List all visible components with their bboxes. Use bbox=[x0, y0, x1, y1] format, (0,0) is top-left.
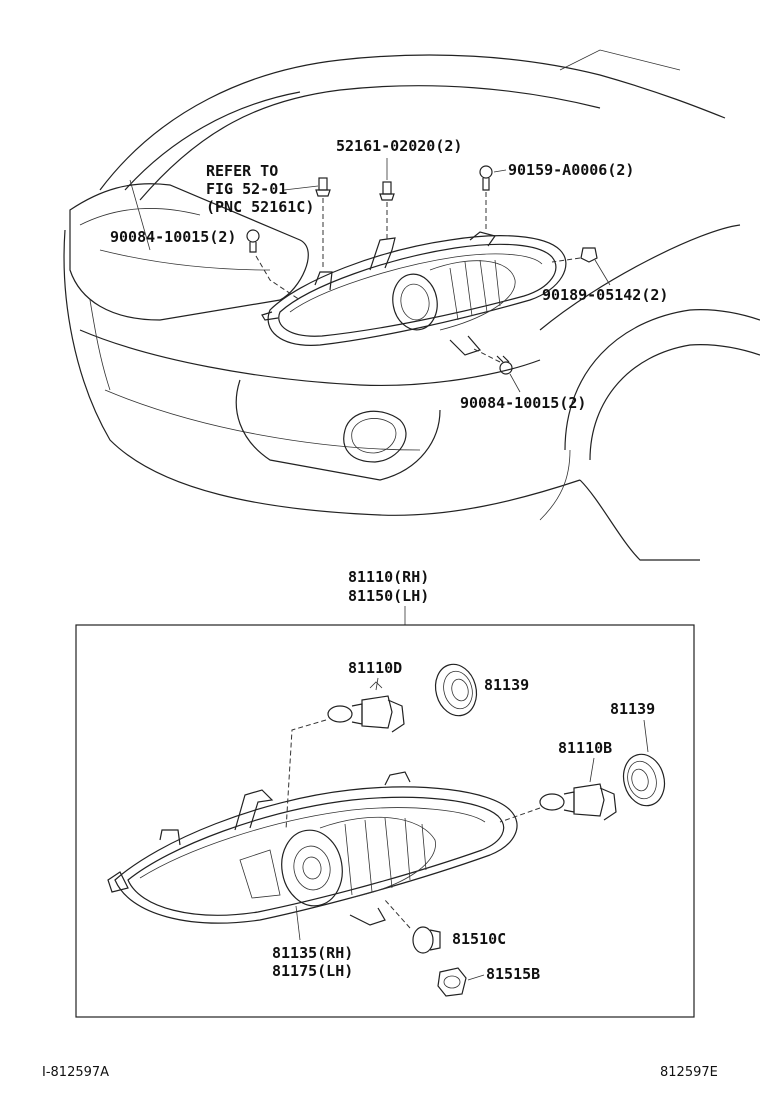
bulb-81110d-icon bbox=[327, 681, 405, 733]
part-label-81175-lh: 81175(LH) bbox=[272, 962, 353, 980]
figure-code-right: 812597E bbox=[660, 1065, 718, 1080]
socket-81515b-icon bbox=[437, 967, 467, 997]
part-label-90159: 90159-A0006(2) bbox=[508, 161, 634, 179]
car-front-illustration bbox=[63, 49, 760, 561]
part-label-81150-lh: 81150(LH) bbox=[348, 587, 429, 605]
leader-line bbox=[509, 373, 521, 393]
leader-line bbox=[375, 677, 379, 691]
part-label-81110b: 81110B bbox=[558, 739, 612, 757]
refer-label-line3: (PNC 52161C) bbox=[206, 198, 314, 216]
part-label-81139-right: 81139 bbox=[610, 700, 655, 718]
leader-line bbox=[589, 757, 595, 783]
leader-line bbox=[384, 899, 411, 929]
refer-label-line1: REFER TO bbox=[206, 162, 278, 180]
bolt-icon bbox=[496, 355, 513, 375]
cap-81139-icon bbox=[434, 663, 478, 717]
part-label-81139-top: 81139 bbox=[484, 676, 529, 694]
part-label-81110d: 81110D bbox=[348, 659, 402, 677]
screw-icon bbox=[479, 165, 493, 191]
headlamp-assembly bbox=[107, 771, 518, 926]
cap-81139-icon bbox=[622, 753, 666, 807]
leader-line bbox=[285, 719, 327, 831]
leader-line bbox=[467, 974, 485, 981]
part-label-90189: 90189-05142(2) bbox=[542, 286, 668, 304]
bulb-81110b-icon bbox=[539, 783, 617, 821]
nut-icon bbox=[580, 247, 598, 263]
bulb-81510c-icon bbox=[412, 926, 441, 954]
fasteners-upper bbox=[246, 165, 598, 375]
part-label-90084-right: 90084-10015(2) bbox=[460, 394, 586, 412]
part-label-90084-left: 90084-10015(2) bbox=[110, 228, 236, 246]
leader-line bbox=[493, 169, 507, 173]
part-label-81510c: 81510C bbox=[452, 930, 506, 948]
assembly-box bbox=[75, 624, 695, 1018]
leader-line bbox=[295, 905, 301, 941]
part-label-81110-rh: 81110(RH) bbox=[348, 568, 429, 586]
leader-line bbox=[283, 185, 319, 191]
clip-icon bbox=[315, 177, 331, 197]
part-label-81515b: 81515B bbox=[486, 965, 540, 983]
figure-code-left: I-812597A bbox=[42, 1065, 109, 1080]
leader-line bbox=[643, 719, 649, 753]
leader-line bbox=[499, 807, 541, 823]
bolt-icon bbox=[246, 229, 260, 253]
clip-icon bbox=[379, 181, 395, 201]
leader-line bbox=[594, 259, 611, 286]
part-label-52161: 52161-02020(2) bbox=[336, 137, 462, 155]
refer-label-line2: FIG 52-01 bbox=[206, 180, 287, 198]
part-label-81135-rh: 81135(RH) bbox=[272, 944, 353, 962]
